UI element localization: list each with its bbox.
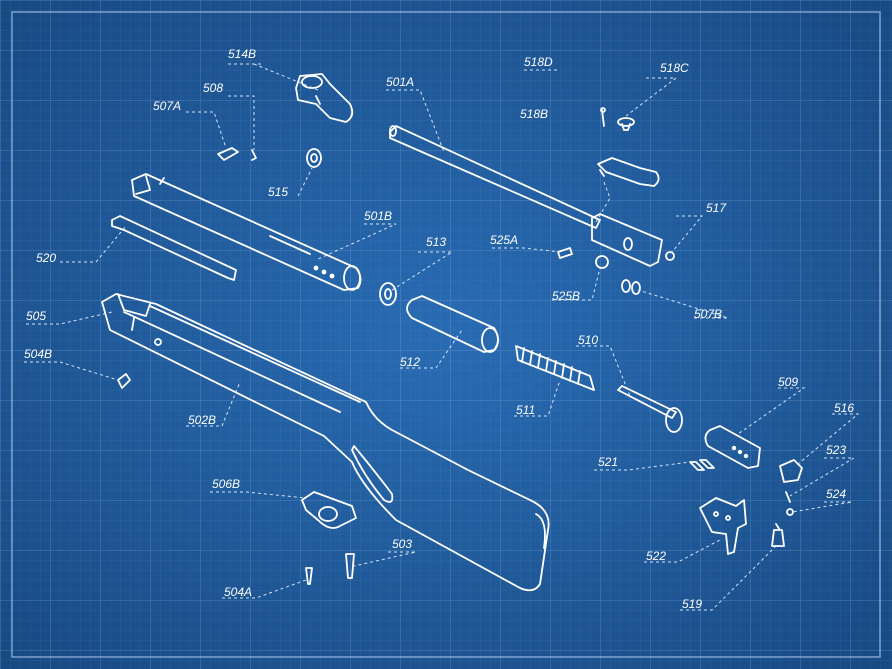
part-512-piston	[406, 295, 499, 353]
part-516-cap	[779, 459, 803, 483]
label-521: 521	[598, 455, 618, 469]
label-518c: 518C	[660, 61, 689, 75]
part-508-pin	[251, 149, 257, 161]
part-518c-screw	[617, 117, 635, 131]
part-518d-lever	[597, 157, 660, 187]
label-519: 519	[682, 597, 702, 611]
leader-lines	[24, 63, 860, 611]
part-525b-nut	[595, 255, 609, 269]
part-507a-screw	[217, 147, 239, 161]
part-506b-guard	[301, 491, 357, 529]
label-504b: 504B	[24, 347, 52, 361]
part-501a-barrel	[389, 125, 663, 267]
label-507a: 507A	[153, 99, 181, 113]
label-507b: 507B	[694, 307, 722, 321]
part-520-rail	[111, 215, 237, 281]
part-519-screw	[771, 523, 785, 547]
part-502b-stock	[101, 293, 550, 592]
label-516: 516	[834, 401, 854, 415]
label-514b: 514B	[228, 47, 256, 61]
blueprint-border	[11, 11, 881, 658]
label-501b: 501B	[364, 209, 392, 223]
label-513: 513	[426, 235, 446, 249]
label-511: 511	[516, 403, 535, 417]
callout-labels: 514B 508 507A 515 520 501B 501A 518D 518…	[24, 47, 854, 611]
part-518b-pin	[600, 107, 606, 127]
label-509: 509	[778, 375, 798, 389]
label-518b: 518B	[520, 107, 548, 121]
label-517: 517	[706, 201, 727, 215]
part-507b-washers	[621, 279, 641, 295]
label-503: 503	[392, 537, 412, 551]
label-522: 522	[646, 549, 666, 563]
part-503-screw	[345, 553, 355, 579]
part-524-pin	[786, 508, 794, 516]
label-523: 523	[826, 443, 846, 457]
part-513-seal	[379, 282, 397, 306]
label-506b: 506B	[212, 477, 240, 491]
label-525a: 525A	[490, 233, 518, 247]
label-501a: 501A	[386, 75, 414, 89]
label-518d: 518D	[524, 55, 553, 69]
part-504a-screw	[305, 567, 313, 585]
label-505: 505	[26, 309, 46, 323]
label-512: 512	[400, 355, 420, 369]
label-515: 515	[268, 185, 288, 199]
label-502b: 502B	[188, 413, 216, 427]
label-524: 524	[826, 487, 846, 501]
part-515-washer	[306, 148, 322, 168]
label-504a: 504A	[224, 585, 252, 599]
part-525a-screw	[557, 247, 573, 259]
part-504b-screw	[117, 373, 131, 389]
part-521-pins	[689, 459, 715, 471]
label-508: 508	[203, 81, 223, 95]
label-510: 510	[578, 333, 598, 347]
label-525b: 525B	[552, 289, 580, 303]
part-517-ball	[665, 251, 675, 261]
part-511-spring	[515, 345, 595, 391]
part-510-guide	[617, 385, 683, 433]
label-520: 520	[36, 251, 56, 265]
part-523-screw	[785, 491, 791, 503]
part-509-housing	[704, 425, 761, 469]
part-501b-receiver	[131, 173, 362, 291]
part-522-trigger	[699, 497, 747, 555]
